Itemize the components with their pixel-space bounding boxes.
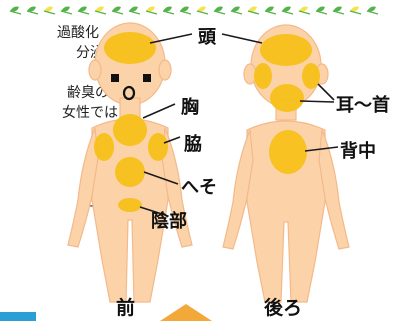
leaf-stem xyxy=(60,10,73,15)
spot-front-left-armpit xyxy=(94,133,114,161)
leaf-stem xyxy=(230,10,243,15)
leaf-stem xyxy=(298,10,311,15)
label-rear: 後ろ xyxy=(264,297,303,319)
label-navel: へそ xyxy=(181,177,217,198)
leaf-mark xyxy=(27,6,36,12)
leaf-stem xyxy=(43,10,56,15)
spot-back-back xyxy=(269,130,307,174)
intro-text-line-1: 過酸化 xyxy=(57,25,99,41)
leaf-mark xyxy=(197,6,206,12)
leaf-mark xyxy=(78,6,87,12)
leaf-stem xyxy=(77,10,90,15)
leaf-mark xyxy=(163,6,172,12)
leaf-stem xyxy=(196,10,209,15)
leaf-stem xyxy=(332,10,345,15)
leaf-stem xyxy=(94,10,107,15)
leaf-stem xyxy=(315,10,328,15)
label-genitals: 陰部 xyxy=(151,211,187,232)
leaf-mark xyxy=(367,6,376,12)
leaf-mark xyxy=(10,6,19,12)
leaf-stem xyxy=(145,10,158,15)
leaf-stem xyxy=(9,10,22,15)
spot-back-head xyxy=(260,34,312,66)
leaf-stem xyxy=(179,10,192,15)
label-ear-neck: 耳～首 xyxy=(336,95,390,116)
spot-front-head xyxy=(104,32,156,64)
spot-front-navel xyxy=(115,157,145,187)
leaf-stem xyxy=(349,10,362,15)
leaf-stem xyxy=(162,10,175,15)
leaf-mark xyxy=(95,6,104,12)
leaf-mark xyxy=(112,6,121,12)
label-head: 頭 xyxy=(198,27,216,48)
leaf-mark xyxy=(350,6,359,12)
face-icon xyxy=(111,74,151,101)
leaf-stem xyxy=(213,10,226,15)
leaf-mark xyxy=(146,6,155,12)
intro-text-line-4: 女性では xyxy=(62,105,118,121)
spot-back-right-ear xyxy=(302,63,320,89)
leaf-stem xyxy=(264,10,277,15)
leaf-mark xyxy=(44,6,53,12)
spot-front-genitals xyxy=(118,198,142,212)
leaf-mark xyxy=(180,6,189,12)
leaf-mark xyxy=(231,6,240,12)
bottom-blue-fragment xyxy=(0,312,36,321)
leaf-mark xyxy=(299,6,308,12)
leaf-stem xyxy=(111,10,124,15)
bottom-accent-shape xyxy=(160,304,212,321)
label-front: 前 xyxy=(116,297,136,319)
leaf-mark xyxy=(265,6,274,12)
odor-spots xyxy=(94,32,320,212)
spot-front-chest xyxy=(113,114,147,146)
label-chest: 胸 xyxy=(181,97,199,118)
spot-back-neck xyxy=(270,84,304,112)
leaf-mark xyxy=(282,6,291,12)
label-armpit: 脇 xyxy=(184,134,202,155)
spot-front-right-armpit xyxy=(148,133,168,161)
leaf-mark xyxy=(129,6,138,12)
leaf-stem xyxy=(26,10,39,15)
leaf-mark xyxy=(214,6,223,12)
leader-lines xyxy=(139,33,339,216)
label-back: 背中 xyxy=(340,141,376,162)
leaf-stem xyxy=(128,10,141,15)
leaf-stem xyxy=(281,10,294,15)
spot-back-left-ear xyxy=(254,63,272,89)
leaf-mark xyxy=(316,6,325,12)
leaf-mark xyxy=(248,6,257,12)
leaf-mark xyxy=(333,6,342,12)
leaf-mark xyxy=(61,6,70,12)
leaf-stem xyxy=(247,10,260,15)
leaf-border-icon xyxy=(9,6,379,15)
leaf-stem xyxy=(366,10,379,15)
